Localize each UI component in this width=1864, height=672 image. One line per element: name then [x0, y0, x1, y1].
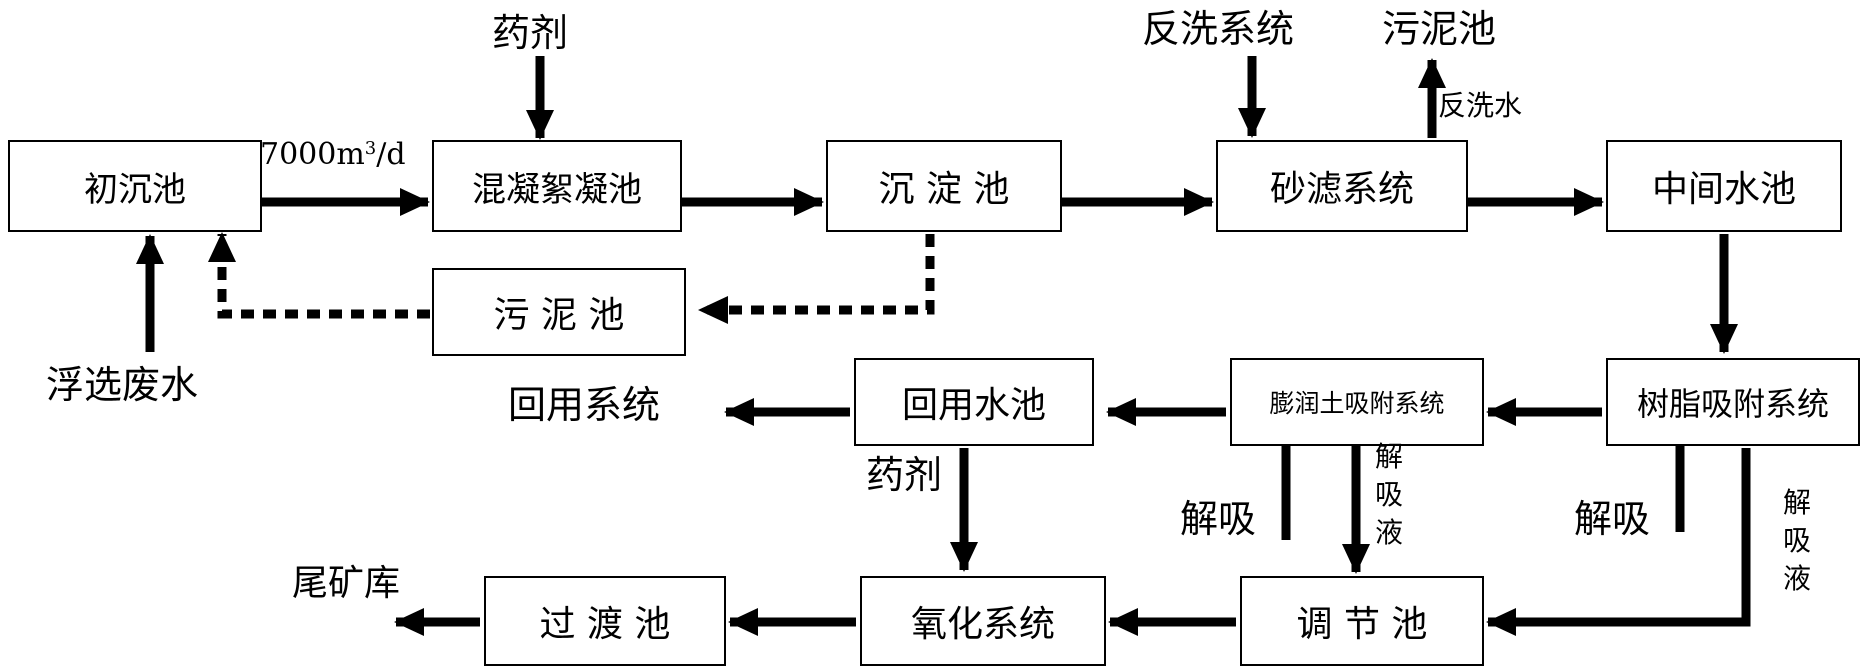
desorption-left-label: 解吸 — [1180, 497, 1257, 541]
flow-rate-unit: /d — [376, 137, 406, 172]
flotation-wastewater-label: 浮选废水 — [46, 363, 199, 407]
sludge-tank-box: 污 泥 池 — [432, 268, 686, 356]
desorption-liquid-left-char-2: 吸 — [1374, 478, 1403, 511]
desorption-liquid-left-label: 解 吸 液 — [1372, 438, 1406, 552]
transition-tank-box: 过 渡 池 — [484, 576, 726, 666]
regulating-tank-box: 调 节 池 — [1240, 576, 1484, 666]
dashed-sedimentation-to-sludge — [698, 234, 935, 324]
desorption-liquid-right-label: 解 吸 液 — [1780, 484, 1814, 598]
desorption-liquid-right-char-1: 解 — [1782, 486, 1811, 519]
reuse-system-label: 回用系统 — [508, 383, 661, 427]
backwash-system-label: 反洗系统 — [1142, 7, 1295, 51]
dashed-sludge-to-primary — [208, 232, 430, 319]
sedimentation-tank-box: 沉 淀 池 — [826, 140, 1062, 232]
sand-filter-system-box: 砂滤系统 — [1216, 140, 1468, 232]
flow-rate-label: 7000m3/d — [260, 140, 406, 170]
desorption-liquid-right-char-2: 吸 — [1782, 524, 1811, 557]
arrow-resin-to-regulating — [1486, 448, 1751, 636]
chemicals-top-label: 药剂 — [492, 11, 569, 55]
oxidation-system-box: 氧化系统 — [860, 576, 1106, 666]
primary-settling-tank-box: 初沉池 — [8, 140, 262, 232]
flow-rate-superscript: 3 — [364, 138, 377, 159]
backwash-water-label: 反洗水 — [1438, 89, 1523, 122]
desorption-liquid-left-char-1: 解 — [1374, 440, 1403, 473]
resin-adsorption-system-box: 树脂吸附系统 — [1606, 358, 1860, 446]
reuse-water-tank-box: 回用水池 — [854, 358, 1094, 446]
coagulation-flocculation-tank-box: 混凝絮凝池 — [432, 140, 682, 232]
desorption-right-label: 解吸 — [1574, 497, 1651, 541]
desorption-liquid-left-char-3: 液 — [1374, 516, 1403, 549]
bentonite-adsorption-system-box: 膨润土吸附系统 — [1230, 358, 1484, 446]
flow-rate-value: 7000m — [260, 137, 365, 172]
intermediate-water-tank-box: 中间水池 — [1606, 140, 1842, 232]
desorption-liquid-right-char-3: 液 — [1782, 562, 1811, 595]
tailings-pond-label: 尾矿库 — [292, 563, 401, 604]
chemicals-bottom-label: 药剂 — [866, 453, 943, 497]
sludge-tank-top-label: 污泥池 — [1382, 7, 1497, 51]
